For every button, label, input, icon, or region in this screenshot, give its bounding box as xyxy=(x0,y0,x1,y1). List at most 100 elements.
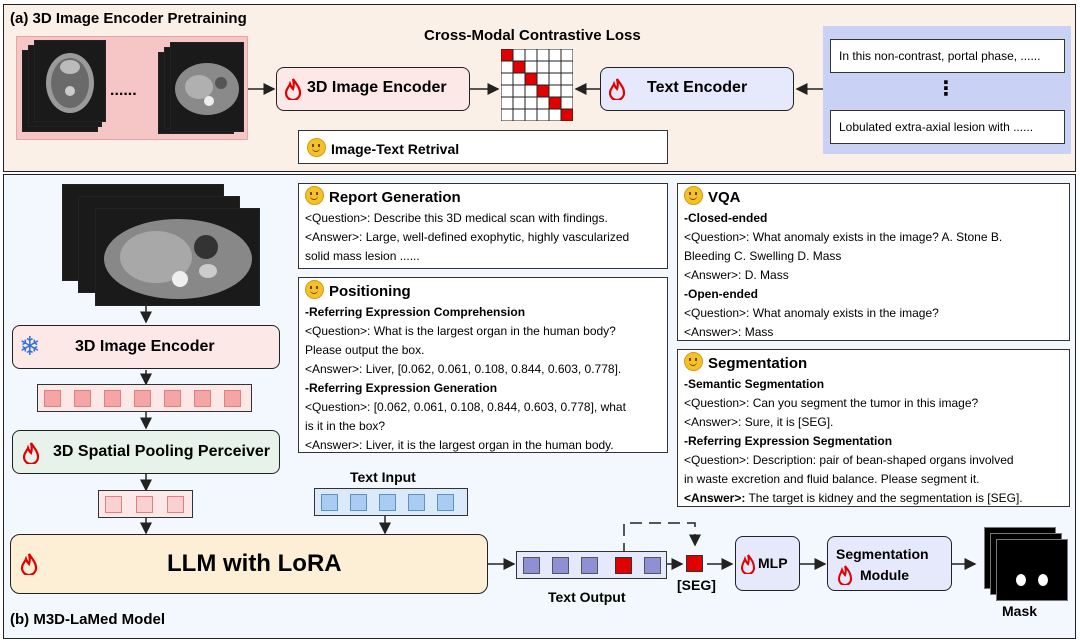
image-token xyxy=(104,390,121,407)
image-token xyxy=(44,390,61,407)
segmentation-box: Segmentation -Semantic Segmentation <Que… xyxy=(677,349,1070,507)
vqa-box: VQA -Closed-ended <Question>: What anoma… xyxy=(677,183,1070,341)
flame-icon xyxy=(609,78,625,100)
reg-line: <Answer>: Liver, it is the largest organ… xyxy=(305,438,614,452)
text-output-token xyxy=(552,557,569,574)
text-output-label: Text Output xyxy=(548,589,626,605)
text-input-token xyxy=(321,494,338,511)
vqa-line: Bleeding C. Swelling D. Mass xyxy=(684,249,842,263)
rec-line: Please output the box. xyxy=(305,343,425,357)
reg-line: <Question>: [0.062, 0.061, 0.108, 0.844,… xyxy=(305,400,626,414)
seg-token xyxy=(686,555,703,572)
text-output-token xyxy=(644,557,661,574)
smiley-icon xyxy=(684,186,703,205)
image-token xyxy=(134,390,151,407)
retrieval-box: Image-Text Retrival xyxy=(298,130,668,164)
text-input-token xyxy=(379,494,396,511)
rec-line: <Question>: What is the largest organ in… xyxy=(305,324,616,338)
text-input-token xyxy=(408,494,425,511)
pooled-token-row xyxy=(98,490,193,518)
image-token xyxy=(194,390,211,407)
reg-subtitle: -Referring Expression Generation xyxy=(305,381,498,395)
flame-icon xyxy=(838,565,852,585)
image-encoder-a: 3D Image Encoder xyxy=(276,67,470,111)
flame-icon xyxy=(21,553,37,575)
semantic-seg-subtitle: -Semantic Segmentation xyxy=(684,377,825,391)
image-encoder-b: ❄ 3D Image Encoder xyxy=(12,325,280,369)
loss-title: Cross-Modal Contrastive Loss xyxy=(424,27,641,44)
seg-line: <Answer>: Sure, it is [SEG]. xyxy=(684,415,834,429)
text-encoder: Text Encoder xyxy=(600,67,794,111)
text-input-token xyxy=(437,494,454,511)
vqa-title: VQA xyxy=(684,186,1063,207)
seg-token-label: [SEG] xyxy=(677,577,716,593)
report-answer: <Answer>: Large, well-defined exophytic,… xyxy=(305,230,630,244)
vqa-line: <Answer>: Mass xyxy=(684,325,774,339)
segmentation-module: Segmentation Module xyxy=(827,536,952,591)
pooled-token xyxy=(136,496,153,513)
text-output-token-row xyxy=(516,551,667,579)
open-ended-subtitle: -Open-ended xyxy=(684,287,758,301)
positioning-box: Positioning -Referring Expression Compre… xyxy=(298,277,668,453)
positioning-title: Positioning xyxy=(305,280,661,301)
image-token xyxy=(164,390,181,407)
brain-ct-slice xyxy=(34,40,106,122)
image-encoder-b-label: 3D Image Encoder xyxy=(75,338,215,355)
text-input-label: Text Input xyxy=(350,469,416,485)
rec-line: <Answer>: Liver, [0.062, 0.061, 0.108, 0… xyxy=(305,362,622,376)
text-output-token xyxy=(523,557,540,574)
smiley-icon xyxy=(305,280,324,299)
smiley-icon xyxy=(305,186,324,205)
snowflake-icon: ❄ xyxy=(19,331,41,361)
seg-answer-label: <Answer>: xyxy=(684,491,746,505)
vqa-line: <Answer>: D. Mass xyxy=(684,268,789,282)
smiley-icon xyxy=(684,352,703,371)
report-generation-title: Report Generation xyxy=(305,186,661,207)
flame-icon xyxy=(23,442,39,464)
vqa-line: <Question>: What anomaly exists in the i… xyxy=(684,306,939,320)
text-input-token xyxy=(350,494,367,511)
matrix-cell-positive xyxy=(560,108,573,121)
mask-output xyxy=(996,539,1068,601)
image-token xyxy=(224,390,241,407)
abdomen-ct-slice xyxy=(170,42,244,132)
seg-module-line1: Segmentation xyxy=(836,546,929,562)
closed-ended-subtitle: -Closed-ended xyxy=(684,211,768,225)
vertical-ellipsis: ⋮ xyxy=(936,78,956,100)
mlp-label: MLP xyxy=(758,555,788,571)
retrieval-label: Image-Text Retrival xyxy=(307,138,459,157)
vqa-line: <Question>: What anomaly exists in the i… xyxy=(684,230,1003,244)
image-token xyxy=(74,390,91,407)
report-generation-box: Report Generation <Question>: Describe t… xyxy=(298,183,668,269)
seg-module-line2: Module xyxy=(860,567,909,583)
spatial-pooling-perceiver: 3D Spatial Pooling Perceiver xyxy=(12,430,280,474)
rec-subtitle: -Referring Expression Comprehension xyxy=(305,305,526,319)
mask-label: Mask xyxy=(1002,603,1038,619)
seg-line: in waste excretion and fluid balance. Pl… xyxy=(684,472,980,486)
report-question: <Question>: Describe this 3D medical sca… xyxy=(305,211,608,225)
res-subtitle: -Referring Expression Segmentation xyxy=(684,434,893,448)
report-answer-cont: solid mass lesion ...... xyxy=(305,249,420,263)
image-encoder-a-label: 3D Image Encoder xyxy=(307,79,447,96)
contrastive-matrix xyxy=(501,49,573,121)
mlp-block: MLP xyxy=(735,536,800,591)
panel-a-title: (a) 3D Image Encoder Pretraining xyxy=(10,10,247,27)
llm-label: LLM with LoRA xyxy=(167,550,342,577)
smiley-icon xyxy=(307,138,326,157)
pooled-token xyxy=(105,496,122,513)
seg-line: <Question>: Description: pair of bean-sh… xyxy=(684,453,1014,467)
pooled-token xyxy=(167,496,184,513)
seg-answer-text: The target is kidney and the segmentatio… xyxy=(745,491,1023,505)
panel-b-title: (b) M3D-LaMed Model xyxy=(10,611,165,628)
text-input-token-row xyxy=(314,488,468,516)
perceiver-label: 3D Spatial Pooling Perceiver xyxy=(53,443,270,460)
seg-line: <Question>: Can you segment the tumor in… xyxy=(684,396,979,410)
report-text-2: Lobulated extra-axial lesion with ...... xyxy=(830,110,1065,144)
report-text-1: In this non-contrast, portal phase, ....… xyxy=(830,39,1065,73)
seg-answer-line: <Answer>: The target is kidney and the s… xyxy=(684,489,1063,508)
image-token-row xyxy=(37,384,252,412)
retrieval-text: Image-Text Retrival xyxy=(331,141,460,157)
slice-ellipsis: ...... xyxy=(110,82,137,99)
segmentation-title: Segmentation xyxy=(684,352,1063,373)
